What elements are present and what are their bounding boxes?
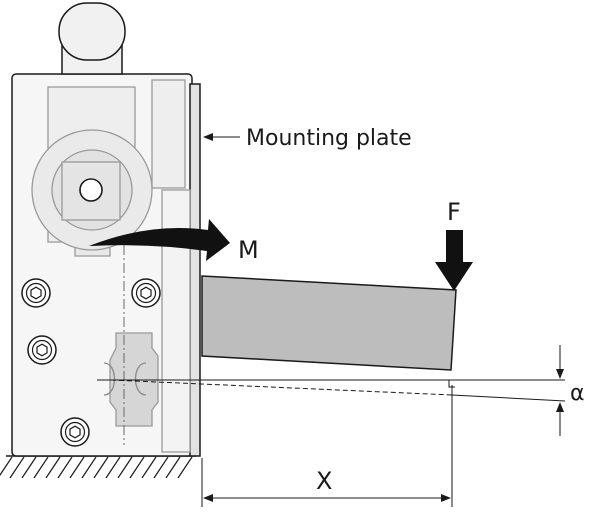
hex-screw [21, 278, 51, 308]
moment-arrow [89, 219, 230, 261]
mounting-plate [189, 83, 201, 457]
ground-hatching [0, 455, 196, 479]
moment-label: M [238, 236, 259, 264]
mounting-plate-label: Mounting plate [246, 126, 412, 151]
distance-label: X [316, 467, 332, 495]
hex-screw [60, 417, 90, 447]
top-knob [58, 2, 126, 75]
x-dimension [201, 385, 453, 507]
center-bolt [79, 178, 103, 202]
internal-mechanism [31, 79, 191, 453]
force-label: F [447, 198, 461, 226]
angle-label: α [570, 381, 585, 406]
force-arrow [435, 230, 473, 291]
cantilever-beam [201, 275, 457, 371]
hex-screws [21, 278, 161, 447]
hex-screw [131, 278, 161, 308]
hex-screw [27, 335, 57, 365]
reference-lines [97, 379, 566, 402]
